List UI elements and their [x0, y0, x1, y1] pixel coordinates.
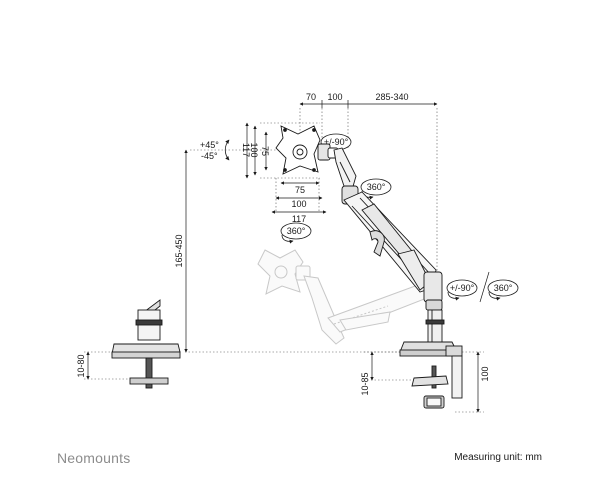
base-clamp-label: 10-80: [76, 354, 86, 377]
vesa-height-75-label: 75: [260, 146, 270, 156]
vesa-width-100-label: 100: [291, 199, 306, 209]
swivel-head-label: 360°: [367, 182, 386, 192]
tilt-up-label: +45°: [200, 140, 219, 150]
swivel-pole-label: 360°: [494, 283, 513, 293]
ghost-arm: [257, 249, 433, 345]
vesa-width-75-label: 75: [295, 185, 305, 195]
clamp-depth-label: 100: [480, 366, 490, 381]
divider-slash: [479, 271, 490, 303]
grommet-base: [111, 299, 181, 389]
vesa-width-117-label: 117: [292, 214, 306, 224]
dimension-lines: [86, 100, 480, 413]
desk-clamp-label: 10-85: [360, 372, 370, 395]
arm-offset-a-label: 70: [306, 92, 316, 102]
tilt-arrow-icon: [224, 139, 230, 161]
measuring-unit-label: Measuring unit: mm: [454, 452, 542, 463]
vesa-height-117-label: 117: [241, 143, 251, 157]
arm-offset-b-label: 100: [327, 92, 342, 102]
pivot-pole-label: +/-90°: [450, 283, 475, 293]
pivot-head-label: +/-90°: [324, 137, 349, 147]
vesa-height-100-label: 100: [249, 142, 259, 157]
dimension-labels: 70 100 285-340 165-450 117 100 75 75 100…: [76, 92, 490, 396]
tilt-down-label: -45°: [201, 151, 218, 161]
tilt-indicator: +45° -45°: [200, 139, 230, 161]
arm-reach-label: 285-340: [375, 92, 408, 102]
monitor-arm: [275, 125, 463, 409]
rotation-badges: [280, 133, 519, 297]
desk-clamp: [399, 341, 463, 409]
brand-logo: Neomounts: [57, 450, 131, 466]
swivel-head-ghost-label: 360°: [287, 226, 306, 236]
vesa-plate: [275, 125, 321, 175]
height-range-label: 165-450: [174, 234, 184, 267]
